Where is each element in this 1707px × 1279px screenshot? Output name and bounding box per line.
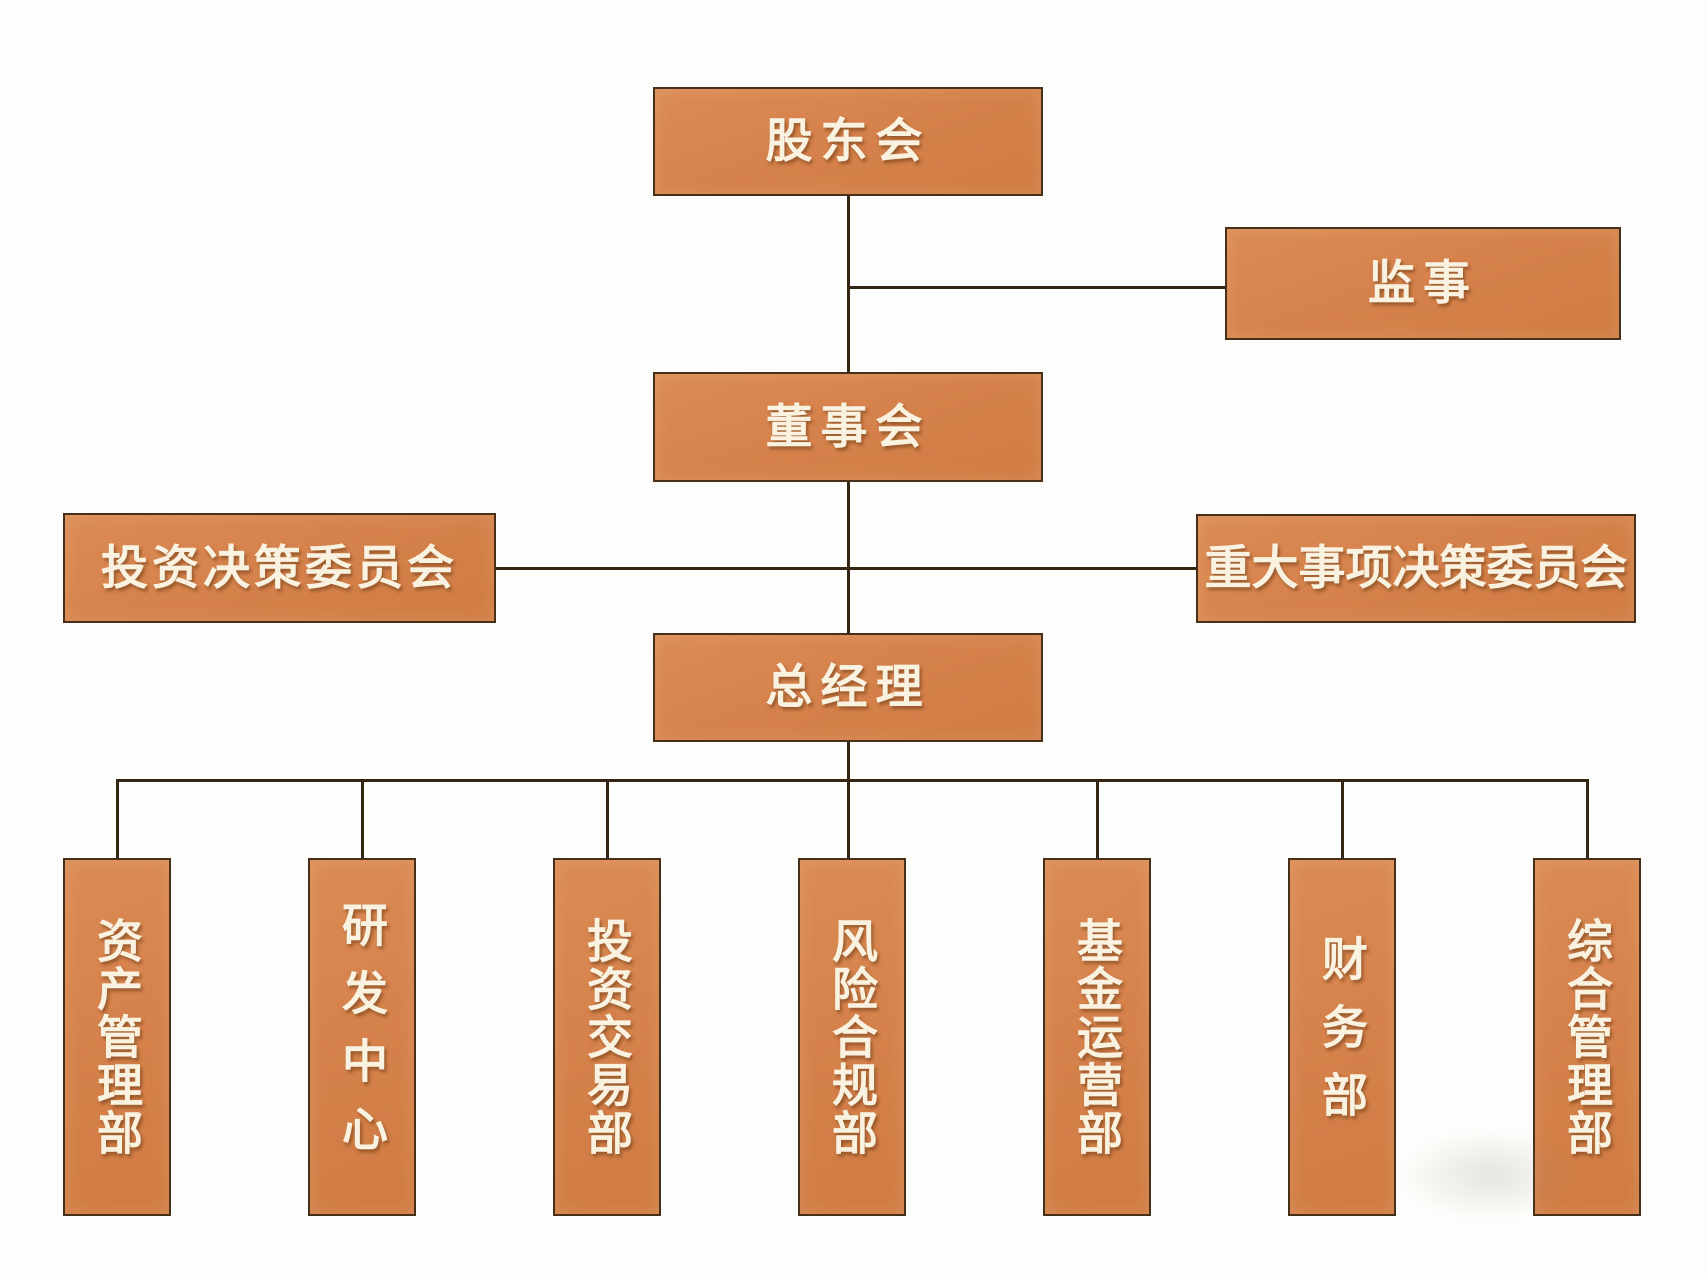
node-dept-finance: 财务部 <box>1288 858 1396 1216</box>
connector-drop-dept-2 <box>361 779 364 859</box>
node-dept-investment-trading-label: 投资交易部 <box>580 917 634 1157</box>
node-dept-general-administration: 综合管理部 <box>1533 858 1641 1216</box>
connector-drop-dept-7 <box>1586 779 1589 859</box>
connector-drop-dept-4 <box>847 779 850 859</box>
node-major-matters-committee: 重大事项决策委员会 <box>1196 514 1636 623</box>
connector-committees <box>495 567 1197 570</box>
node-dept-rd-center: 研发中心 <box>308 858 416 1216</box>
node-supervisor: 监事 <box>1225 227 1621 340</box>
node-shareholders-label: 股东会 <box>765 114 931 169</box>
node-board-label: 董事会 <box>765 399 931 455</box>
connector-board-gm <box>847 481 850 634</box>
node-dept-general-administration-label: 综合管理部 <box>1560 917 1614 1157</box>
node-board: 董事会 <box>653 372 1043 482</box>
connector-shareholders-board <box>847 196 850 373</box>
node-general-manager-label: 总经理 <box>765 660 931 715</box>
node-dept-asset-management: 资产管理部 <box>63 858 171 1216</box>
connector-branch-horizontal <box>116 779 1589 782</box>
node-investment-committee-label: 投资决策委员会 <box>101 540 458 596</box>
node-dept-fund-operations-label: 基金运营部 <box>1070 917 1124 1157</box>
connector-drop-dept-3 <box>606 779 609 859</box>
node-dept-risk-compliance-label: 风险合规部 <box>825 917 879 1157</box>
connector-gm-branch <box>847 741 850 781</box>
connector-drop-dept-1 <box>116 779 119 859</box>
connector-drop-dept-6 <box>1341 779 1344 859</box>
node-dept-investment-trading: 投资交易部 <box>553 858 661 1216</box>
node-investment-committee: 投资决策委员会 <box>63 513 496 623</box>
node-general-manager: 总经理 <box>653 633 1043 742</box>
node-shareholders: 股东会 <box>653 87 1043 196</box>
node-dept-rd-center-label: 研发中心 <box>335 901 389 1173</box>
node-dept-risk-compliance: 风险合规部 <box>798 858 906 1216</box>
node-dept-finance-label: 财务部 <box>1315 935 1369 1139</box>
node-major-matters-committee-label: 重大事项决策委员会 <box>1204 541 1628 596</box>
node-dept-fund-operations: 基金运营部 <box>1043 858 1151 1216</box>
node-supervisor-label: 监事 <box>1368 256 1478 311</box>
connector-to-supervisor <box>847 286 1226 289</box>
connector-drop-dept-5 <box>1096 779 1099 859</box>
background-smudge <box>1400 1130 1580 1220</box>
node-dept-asset-management-label: 资产管理部 <box>90 917 144 1157</box>
